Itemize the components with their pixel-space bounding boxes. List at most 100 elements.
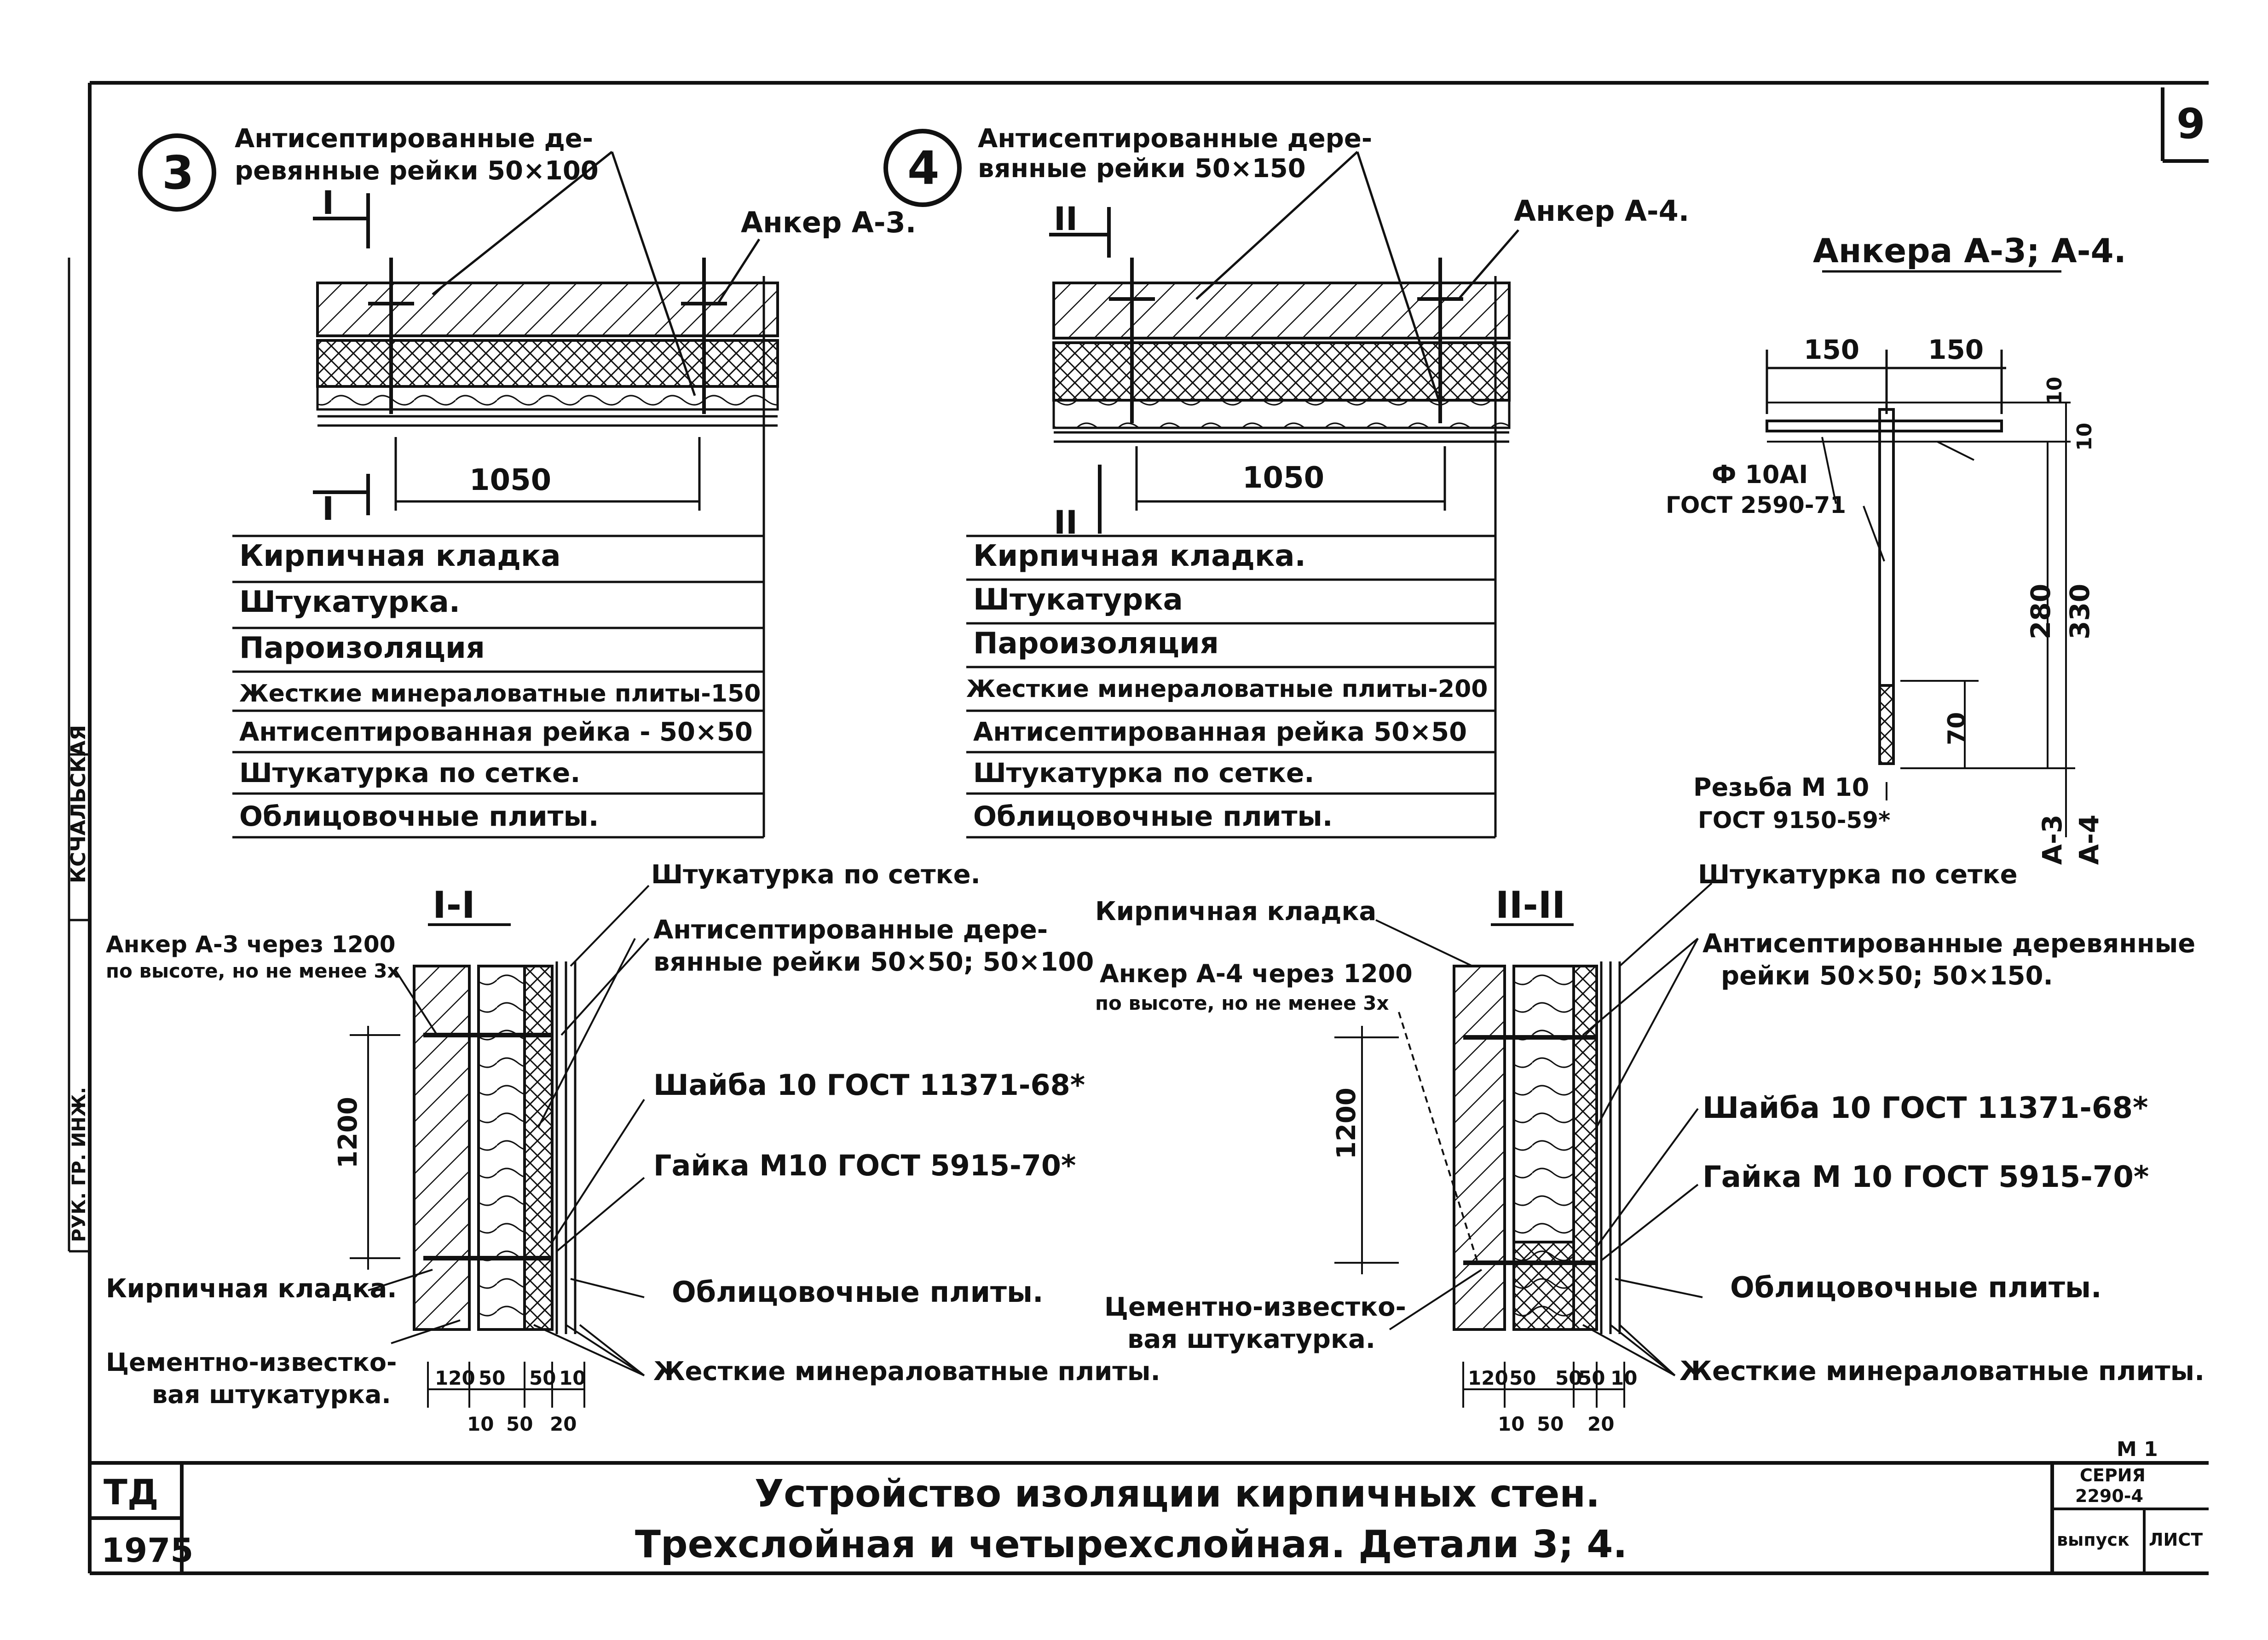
side-label-2: РУК. ГР. ИНЖ.	[69, 1087, 90, 1242]
section-1-washer: Шайба 10 ГОСТ 11371-68*	[653, 1068, 1085, 1102]
detail-3: 3 Антисептированные де- ревянные рейки 5…	[138, 124, 916, 837]
section-2-facing: Облицовочные плиты.	[1730, 1271, 2102, 1304]
section-1-facing: Облицовочные плиты.	[672, 1275, 1044, 1309]
detail-3-cut-top: I	[322, 184, 334, 222]
section-1-mineral: Жесткие минераловатные плиты.	[653, 1357, 1160, 1387]
anchors-label-a4: А-4	[2073, 815, 2105, 865]
section-2-dim-bottom-2: 50	[1537, 1413, 1564, 1435]
section-2-brick	[1453, 965, 1506, 1331]
title-block-line2: Трехслойная и четырехслойная. Детали 3; …	[635, 1523, 1627, 1566]
section-1-cement-line2: вая штукатурка.	[152, 1380, 391, 1409]
section-2-cement-line1: Цементно-известко-	[1104, 1292, 1406, 1322]
anchors-thread-line2: ГОСТ 9150-59*	[1698, 807, 1890, 834]
anchors-dim-10a: 10	[2043, 377, 2066, 405]
anchor-thread	[1878, 684, 1895, 765]
detail-3-layer-5: Антисептированная рейка - 50×50	[239, 717, 753, 747]
detail-4-circle	[883, 129, 962, 207]
section-2-anchor-line1: Анкер А-4 через 1200	[1100, 959, 1413, 988]
detail-4-layer-4: Жесткие минераловатные плиты-200	[966, 675, 1488, 703]
detail-3-mineral-layer	[316, 339, 779, 388]
section-2-nut: Гайка М 10 ГОСТ 5915-70*	[1702, 1160, 2149, 1194]
title-block-code: ТД	[104, 1472, 159, 1513]
section-2-dim-bottom-1: 10	[1498, 1413, 1524, 1435]
anchors-thread-line1: Резьба М 10	[1693, 773, 1869, 802]
title-block-m: М 1	[2117, 1438, 2158, 1461]
detail-3-layer-2: Штукатурка.	[239, 585, 460, 619]
section-2-rails-line1: Антисептированные деревянные	[1702, 929, 2195, 959]
section-2-title: II-II	[1495, 884, 1565, 926]
section-1-rails-line1: Антисептированные дере-	[653, 915, 1048, 945]
section-2-dim-1200: 1200	[1332, 1088, 1362, 1159]
section-1-dim-top-1: 120	[435, 1367, 475, 1389]
section-2	[1334, 882, 1713, 1408]
anchors-title: Анкера А-3; А-4.	[1813, 231, 2126, 270]
detail-3-number: 3	[162, 146, 194, 200]
anchor-top-bar	[1766, 420, 2003, 432]
section-1-dim-bottom-2: 50	[506, 1413, 533, 1435]
section-2-dim-top-1: 120	[1468, 1367, 1508, 1389]
section-2-mineral: Жесткие минераловатные плиты.	[1679, 1355, 2205, 1387]
section-1-dim-1200: 1200	[333, 1097, 363, 1168]
anchors-dim-10b: 10	[2073, 423, 2096, 451]
section-2-dim-top-4: 50	[1578, 1367, 1605, 1389]
detail-4-layer-5: Антисептированная рейка 50×50	[973, 717, 1467, 747]
detail-3-layer-3: Пароизоляция	[239, 631, 485, 665]
detail-4-dim-1050: 1050	[1242, 461, 1324, 495]
section-1-rails-line2: вянные рейки 50×50; 50×100	[653, 947, 1094, 977]
anchors-dim-150a: 150	[1804, 334, 1859, 365]
detail-4-cut-top: II	[1054, 200, 1078, 238]
section-1-dim-top-3: 50	[529, 1367, 556, 1389]
detail-4-layer-6: Штукатурка по сетке.	[973, 757, 1314, 788]
section-1	[350, 885, 650, 1408]
section-1-cement-line1: Цементно-известко-	[106, 1348, 397, 1377]
detail-3-cut-bottom: I	[322, 490, 334, 528]
detail-4-layer-3: Пароизоляция	[973, 627, 1219, 661]
detail-4-number: 4	[907, 141, 940, 195]
detail-3-dim-1050: 1050	[469, 463, 551, 497]
section-1-mesh-plaster: Штукатурка по сетке.	[651, 860, 981, 890]
section-2-dim-top-5: 10	[1610, 1367, 1637, 1389]
section-2-washer: Шайба 10 ГОСТ 11371-68*	[1702, 1091, 2148, 1125]
section-2-cement-line2: вая штукатурка.	[1127, 1324, 1375, 1354]
detail-4-rail-layer	[1052, 399, 1511, 429]
section-2-mesh-plaster: Штукатурка по сетке	[1698, 860, 2018, 890]
section-1-anchor-line1: Анкер А-3 через 1200	[106, 931, 396, 958]
title-block-year: 1975	[101, 1531, 193, 1570]
section-1-dim-top-4: 10	[559, 1367, 586, 1389]
section-1-brick: Кирпичная кладка.	[106, 1274, 397, 1304]
title-block	[90, 1461, 2209, 1573]
anchors-rod-line2: ГОСТ 2590-71	[1666, 492, 1846, 518]
section-1-title: I-I	[433, 884, 475, 926]
detail-4-rails-line1: Антисептированные дере-	[978, 124, 1372, 154]
anchors-rod-line1: Ф 10АI	[1712, 460, 1808, 489]
section-1-mineral	[523, 965, 554, 1331]
section-2-anchor-line2: по высоте, но не менее 3х	[1095, 992, 1389, 1014]
title-block-series-value: 2290-4	[2075, 1486, 2143, 1506]
detail-3-anchor-label: Анкер А-3.	[741, 206, 916, 239]
section-1-dim-top-2: 50	[479, 1367, 505, 1389]
anchors-dim-70: 70	[1943, 712, 1971, 745]
detail-3-layer-6: Штукатурка по сетке.	[239, 757, 580, 788]
section-2-mineral-2	[1572, 965, 1598, 1331]
section-2-dim-top-3: 50	[1555, 1367, 1582, 1389]
detail-4: 4 Антисептированные дере- вянные рейки 5…	[883, 124, 1689, 837]
detail-4-brick-layer	[1052, 282, 1511, 340]
title-block-issue: выпуск	[2057, 1530, 2129, 1550]
detail-4-mineral-layer	[1052, 341, 1511, 402]
title-block-line1: Устройство изоляции кирпичных стен.	[755, 1472, 1600, 1516]
anchors-dim-280: 280	[2025, 584, 2056, 639]
section-1-rail	[477, 965, 526, 1331]
section-2-brick: Кирпичная кладка	[1095, 897, 1376, 926]
detail-3-layer-1: Кирпичная кладка	[239, 539, 561, 573]
section-2-dim-top-2: 50	[1509, 1367, 1536, 1389]
section-1-dim-bottom-3: 20	[550, 1413, 577, 1435]
detail-3-brick-layer	[316, 282, 779, 337]
section-1-anchor-line2: по высоте, но не менее 3х	[106, 960, 400, 982]
detail-4-layer-1: Кирпичная кладка.	[973, 539, 1306, 573]
anchors-dim-150b: 150	[1928, 334, 1984, 365]
detail-3-rails-line2: ревянные рейки 50×100	[235, 156, 599, 186]
sheet-number-box	[2161, 87, 2209, 163]
side-label-1: КСЧАЛЬСКАЯ	[67, 725, 90, 883]
detail-4-layer-7: Облицовочные плиты.	[973, 800, 1333, 833]
detail-4-anchor-label: Анкер А-4.	[1514, 194, 1689, 228]
